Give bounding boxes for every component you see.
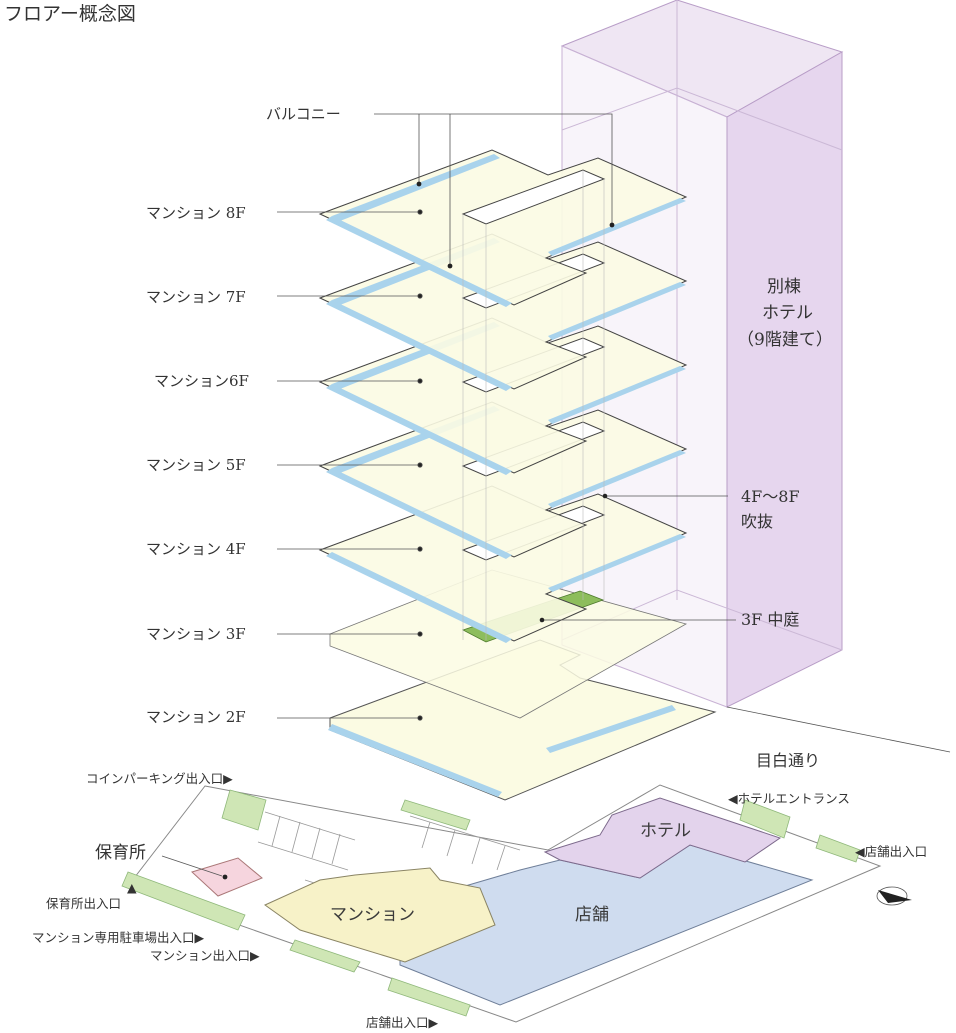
- courtyard-callout: 3F 中庭: [539, 610, 799, 629]
- nursery-entrance-text: 保育所出入口: [46, 896, 121, 911]
- compass-icon: [876, 886, 912, 906]
- floor-label-3f: マンション 3F: [146, 625, 246, 643]
- floor-leaders: [277, 209, 423, 721]
- hotel-tower-line3: （9階建て）: [737, 330, 833, 350]
- floor-label-4f: マンション 4F: [146, 540, 246, 558]
- balcony-strip-8f-c: [548, 198, 686, 256]
- atrium-label-line1: 4F〜8F: [741, 487, 800, 506]
- balcony-strip-4f-b: [326, 552, 512, 643]
- shops-label: 店舗: [575, 905, 609, 925]
- street-label: 目白通り: [756, 751, 820, 770]
- atrium-label-line2: 吹抜: [741, 512, 773, 531]
- nursery-entrance-arrow: ▲: [127, 880, 137, 895]
- atrium-callout: 4F〜8F 吹抜: [602, 487, 800, 531]
- balcony-strip-6f-c: [548, 366, 686, 424]
- balcony-strip-6f-b: [326, 384, 512, 475]
- mansion-parking-entrance-label: マンション専用駐車場出入口▶: [32, 930, 205, 945]
- hotel-tower-label: 別棟 ホテル （9階建て）: [737, 277, 833, 350]
- hotel-entrance-label: ◀ホテルエントランス: [728, 791, 850, 806]
- mansion-entrance-label: マンション出入口▶: [150, 948, 260, 963]
- shop-entrance-bottom-label: 店舗出入口▶: [366, 1015, 439, 1030]
- balcony-label: バルコニー: [266, 105, 341, 123]
- mansion-ground-area: [264, 867, 496, 963]
- hotel-ground-label: ホテル: [640, 821, 691, 841]
- coin-parking-entrance-label: コインパーキング出入口▶: [86, 771, 233, 786]
- nursery-label: 保育所: [95, 843, 146, 863]
- floor-label-2f: マンション 2F: [146, 708, 246, 726]
- balcony-strip-5f-b: [326, 468, 512, 559]
- ground-floor-plan: [121, 784, 912, 1023]
- hotel-tower-line1: 別棟: [767, 277, 801, 297]
- courtyard-label: 3F 中庭: [741, 610, 799, 629]
- balcony-strip-8f-a: [332, 154, 500, 221]
- floor-label-8f: マンション 8F: [146, 204, 246, 222]
- floor-labels: マンション 8F マンション 7F マンション6F マンション 5F マンション…: [146, 204, 249, 726]
- floor-label-5f: マンション 5F: [146, 456, 246, 474]
- nursery-entrance-label: ▲ 保育所出入口: [46, 880, 137, 911]
- balcony-strip-2f: [328, 724, 502, 797]
- balcony-strip-2f-inner: [546, 705, 676, 753]
- hotel-tower-line2: ホテル: [762, 303, 813, 323]
- mansion-label: マンション: [330, 905, 415, 925]
- floor-stack: [318, 149, 717, 801]
- balcony-strip-4f-c: [548, 534, 686, 592]
- hotel-ground-area: [543, 797, 782, 879]
- balcony-strip-5f-c: [548, 450, 686, 508]
- balcony-strip-7f-c: [548, 282, 686, 340]
- page-title: フロアー概念図: [4, 2, 136, 25]
- shop-entrance-right-label: ◀店舗出入口: [855, 844, 927, 859]
- balcony-strip-7f-b: [326, 300, 512, 391]
- floor-label-6f: マンション6F: [154, 372, 249, 390]
- balcony-callout: バルコニー: [266, 105, 615, 269]
- floor-label-7f: マンション 7F: [146, 288, 246, 306]
- balcony-strip-8f-b: [326, 216, 512, 307]
